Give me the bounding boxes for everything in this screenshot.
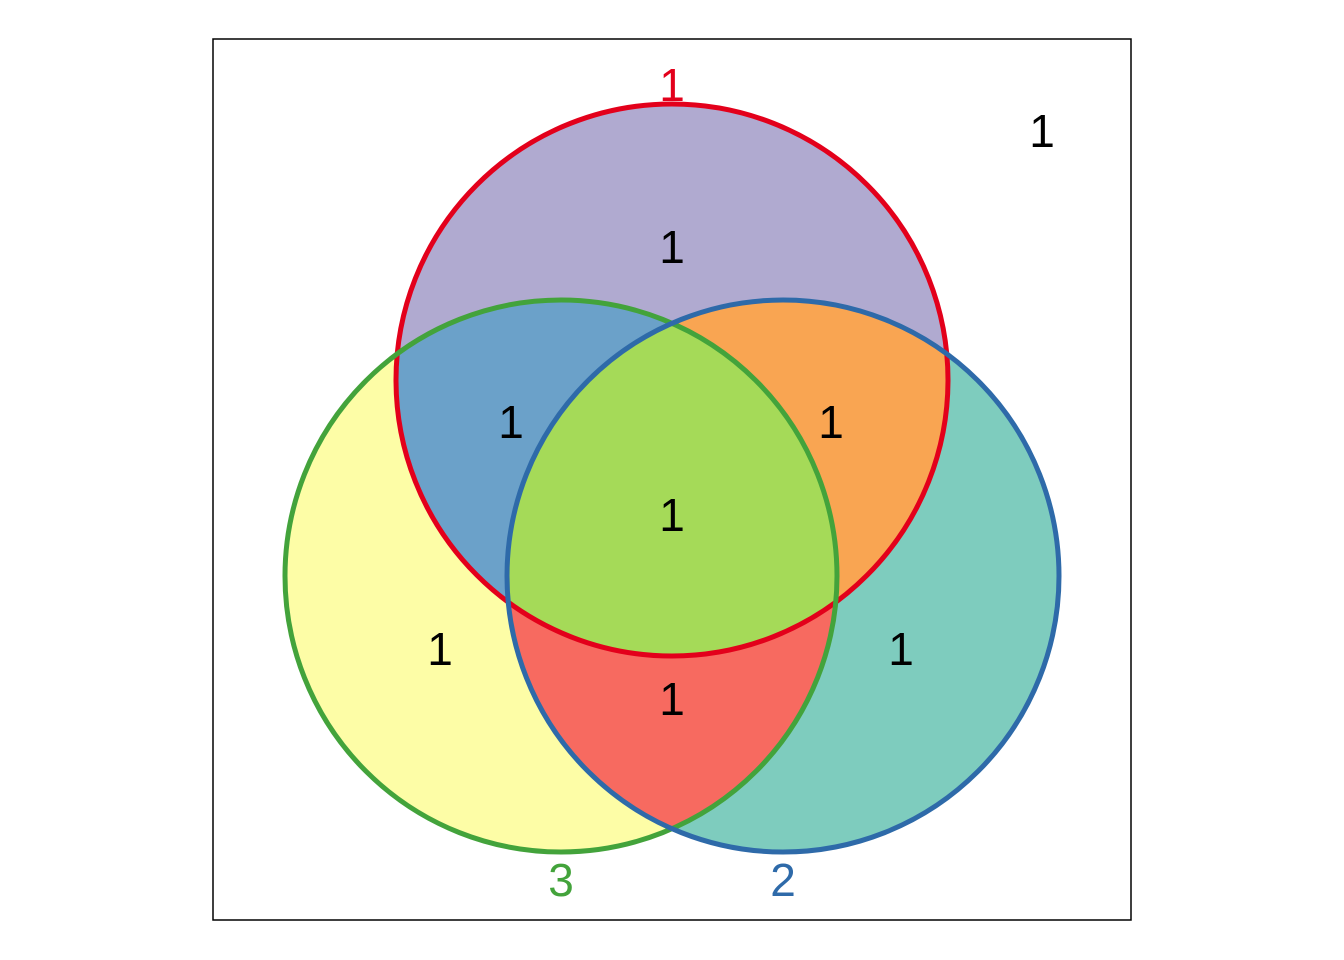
set-2-label: 2 (770, 854, 796, 906)
set-3-label: 3 (548, 854, 574, 906)
set-labels: 1 3 2 (548, 59, 796, 906)
count-only-2: 1 (888, 623, 914, 675)
count-2-and-3: 1 (659, 673, 685, 725)
set-2-outline (504, 297, 1062, 855)
count-outside: 1 (1029, 105, 1055, 157)
count-only-3: 1 (427, 623, 453, 675)
count-1-and-2: 1 (818, 396, 844, 448)
set-1-label: 1 (659, 59, 685, 111)
count-1-and-3: 1 (498, 396, 524, 448)
set-1-outline (393, 101, 951, 659)
region-counts: 1 1 1 1 1 1 1 1 (427, 105, 1055, 725)
region-all (507, 300, 837, 656)
set-3-outline (282, 297, 840, 855)
count-only-1: 1 (659, 221, 685, 273)
count-all: 1 (659, 489, 685, 541)
set-outlines (282, 101, 1062, 855)
region-fills (285, 104, 1059, 852)
